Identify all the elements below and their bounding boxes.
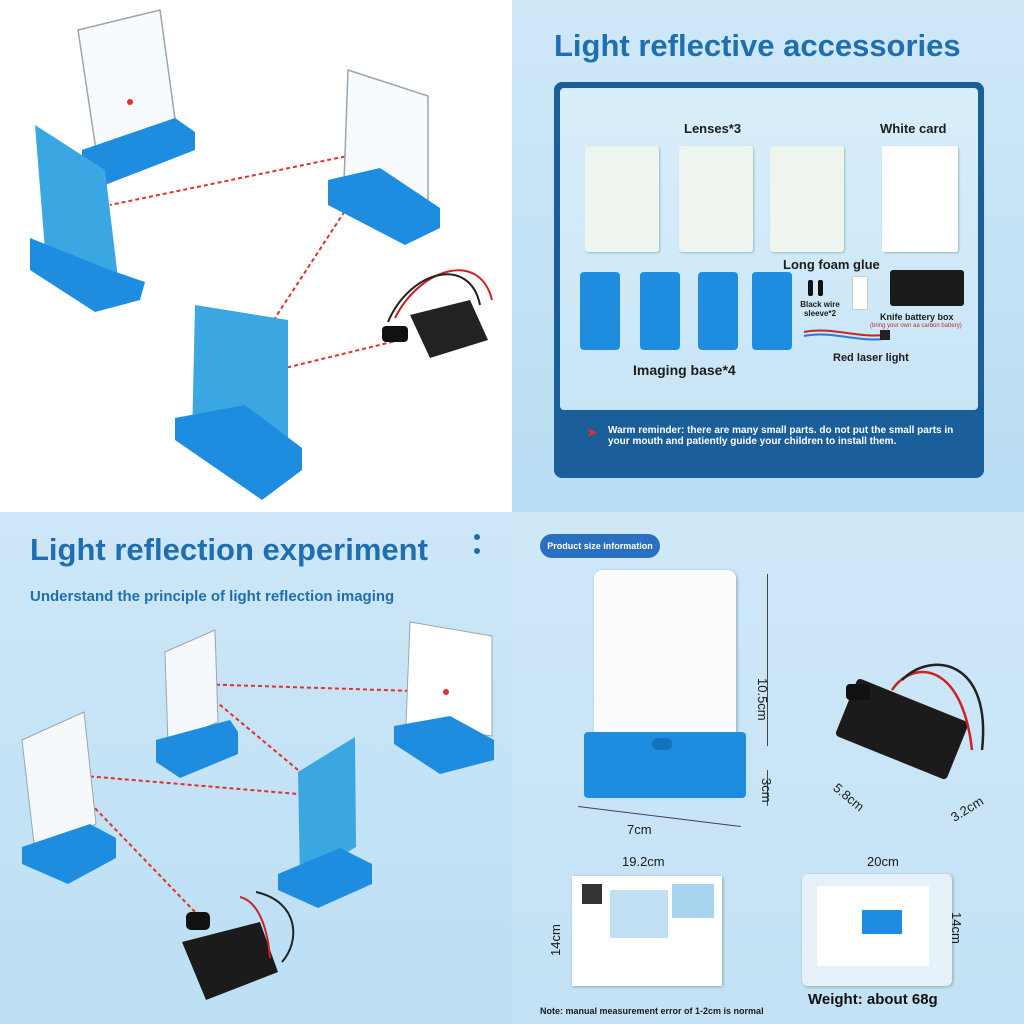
card-height-label: 10.5cm <box>755 678 770 721</box>
battery-note: (bring your own aa carbon battery) <box>870 323 962 329</box>
weight-label: Weight: about 68g <box>808 991 938 1008</box>
imaging-base-3 <box>698 272 738 350</box>
white-card-label: White card <box>880 121 947 136</box>
base-right <box>328 168 440 245</box>
title-dot-icon <box>474 534 480 540</box>
experiment-title: Light reflection experiment <box>30 532 428 567</box>
wire-sleeve-label: Black wire sleeve*2 <box>800 300 840 318</box>
wire-sleeve-1 <box>808 280 813 296</box>
setup-photo-quadrant <box>0 0 512 512</box>
warning-text: Warm reminder: there are many small part… <box>608 425 954 447</box>
battery-box <box>890 270 964 306</box>
exp-base-right <box>394 716 494 774</box>
laser-battery-box <box>382 269 493 358</box>
battery-width-label: 3.2cm <box>948 793 986 825</box>
size-base-slot <box>652 738 672 750</box>
imaging-base-label: Imaging base*4 <box>633 362 736 378</box>
product-size-badge: Product size information <box>540 534 660 558</box>
base-width-label: 7cm <box>627 822 652 837</box>
exp-base-middle <box>278 848 372 908</box>
size-battery-wires <box>890 663 985 751</box>
base-front <box>175 405 302 500</box>
product-size-quadrant: Product size information 10.5cm 3cm 7cm … <box>512 512 1024 1024</box>
imaging-base-2 <box>640 272 680 350</box>
title-dot-icon-2 <box>474 548 480 554</box>
size-card <box>594 570 736 760</box>
battery-box-label: Knife battery box <box>880 312 954 322</box>
exp-laser-battery-box <box>182 891 295 1000</box>
base-height-line <box>767 770 768 806</box>
red-laser-wire <box>803 329 891 341</box>
exp-base-back <box>156 720 238 778</box>
base-width-line <box>577 806 741 827</box>
base-height-label: 3cm <box>759 778 774 803</box>
warning-arrow-icon: ➤ <box>586 424 598 440</box>
battery-length-label: 5.8cm <box>830 780 868 815</box>
experiment-illustration <box>21 621 494 1000</box>
experiment-subtitle: Understand the principle of light reflec… <box>30 588 395 605</box>
manual-width-label: 19.2cm <box>622 854 665 869</box>
size-laser-head <box>846 684 870 700</box>
base-back-left <box>82 118 195 185</box>
manual-photo <box>672 884 714 918</box>
setup-illustration <box>30 9 493 500</box>
package-width-label: 20cm <box>867 854 899 869</box>
exp-mirror-back <box>164 629 219 745</box>
exp-blue-card <box>298 737 356 880</box>
exp-mirror-left <box>21 711 97 853</box>
imaging-base-4 <box>752 272 792 350</box>
base-left <box>30 238 145 312</box>
lenses-label: Lenses*3 <box>684 121 742 136</box>
manual-qr-code <box>582 884 602 904</box>
lens-1 <box>585 146 659 252</box>
red-laser-label: Red laser light <box>833 352 909 364</box>
experiment-laser-beams <box>61 683 447 913</box>
exp-base-left <box>22 824 116 884</box>
white-card <box>882 146 958 252</box>
package-height-label: 14cm <box>949 912 964 944</box>
manual-height-label: 14cm <box>548 924 563 956</box>
blue-card-left <box>35 125 118 278</box>
accessories-title: Light reflective accessories <box>554 28 961 63</box>
lens-3 <box>770 146 844 252</box>
wire-sleeve-2 <box>818 280 823 296</box>
card-height-line <box>767 574 768 746</box>
foam-glue-label: Long foam glue <box>783 257 880 272</box>
manual-diagram <box>610 890 668 938</box>
accessories-quadrant: Light reflective accessories Lenses*3 Wh… <box>512 0 1024 512</box>
lens-2 <box>679 146 753 252</box>
foam-glue-strip <box>852 276 868 310</box>
package-base-parts <box>862 910 902 934</box>
measurement-note: Note: manual measurement error of 1-2cm … <box>540 1006 764 1016</box>
exp-white-card <box>405 621 493 737</box>
experiment-quadrant: Light reflection experiment Understand t… <box>0 512 512 1024</box>
imaging-base-1 <box>580 272 620 350</box>
